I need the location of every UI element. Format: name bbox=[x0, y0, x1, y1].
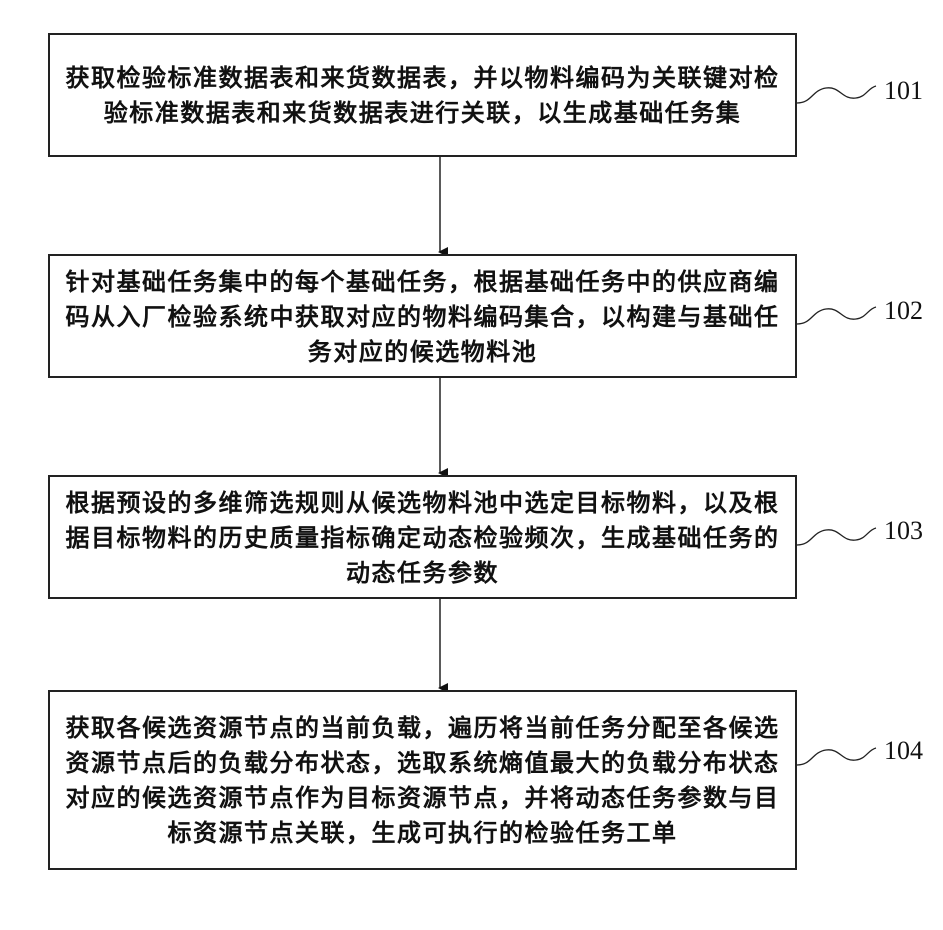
step-box-102: 针对基础任务集中的每个基础任务，根据基础任务中的供应商编码从入厂检验系统中获取对… bbox=[48, 254, 797, 378]
step-text-104: 获取各候选资源节点的当前负载，遍历将当前任务分配至各候选资源节点后的负载分布状态… bbox=[60, 710, 785, 850]
step-number-101: 101 bbox=[884, 76, 923, 106]
step-text-101: 获取检验标准数据表和来货数据表，并以物料编码为关联键对检验标准数据表和来货数据表… bbox=[60, 60, 785, 130]
leader-102 bbox=[797, 307, 876, 324]
step-text-102: 针对基础任务集中的每个基础任务，根据基础任务中的供应商编码从入厂检验系统中获取对… bbox=[60, 264, 785, 369]
step-number-104: 104 bbox=[884, 736, 923, 766]
step-number-103: 103 bbox=[884, 516, 923, 546]
step-box-101: 获取检验标准数据表和来货数据表，并以物料编码为关联键对检验标准数据表和来货数据表… bbox=[48, 33, 797, 157]
step-box-104: 获取各候选资源节点的当前负载，遍历将当前任务分配至各候选资源节点后的负载分布状态… bbox=[48, 690, 797, 870]
step-text-103: 根据预设的多维筛选规则从候选物料池中选定目标物料，以及根据目标物料的历史质量指标… bbox=[60, 485, 785, 590]
leader-104 bbox=[797, 748, 876, 765]
step-number-102: 102 bbox=[884, 296, 923, 326]
step-box-103: 根据预设的多维筛选规则从候选物料池中选定目标物料，以及根据目标物料的历史质量指标… bbox=[48, 475, 797, 599]
leader-103 bbox=[797, 528, 876, 545]
leader-101 bbox=[797, 86, 876, 103]
